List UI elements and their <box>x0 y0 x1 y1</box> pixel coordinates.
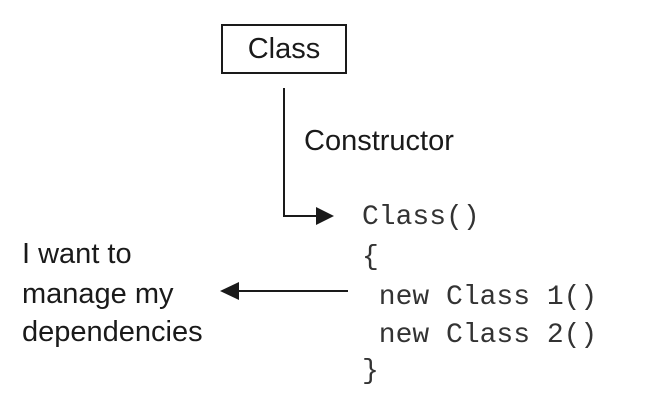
constructor-arrowhead <box>316 207 334 225</box>
constructor-connector <box>283 88 318 217</box>
code-signature: Class() <box>362 202 480 233</box>
dependency-arrowhead <box>220 282 239 300</box>
note-line-1: I want to <box>22 238 132 270</box>
code-line-new-class-2: new Class 2() <box>362 320 598 351</box>
code-line-new-class-1: new Class 1() <box>362 282 598 313</box>
constructor-label: Constructor <box>304 125 454 157</box>
code-open-brace: { <box>362 242 379 273</box>
note-line-3: dependencies <box>22 316 203 348</box>
class-box-label: Class <box>247 32 321 65</box>
note-line-2: manage my <box>22 278 174 310</box>
class-box: Class <box>221 24 347 74</box>
code-close-brace: } <box>362 356 379 387</box>
